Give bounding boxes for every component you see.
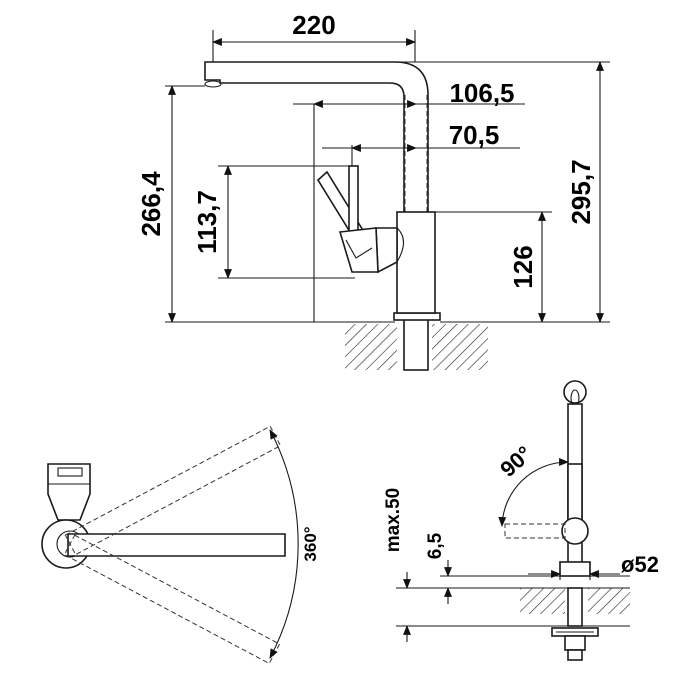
dimension-295-7: 295,7 [396,61,610,323]
dimension-diameter-52: ø52 [528,552,659,580]
countertop-hatch [345,324,488,370]
front-counter-right [588,588,630,614]
dim-106-5-label: 106,5 [449,78,514,108]
front-lever-rotated [504,523,566,539]
front-counter-left [520,588,565,614]
dimension-266-4: 266,4 [136,85,395,323]
front-spout-tip [563,380,587,404]
dim-126-label: 126 [508,245,538,288]
dimension-113-7: 113,7 [192,165,355,279]
hole-diameter-label: ø52 [621,552,659,577]
faucet-spout [204,61,429,313]
max-thickness-label: max.50 [383,488,404,552]
side-view: 220 106,5 70,5 266,4 113,7 [136,10,610,371]
lever-housing [375,227,398,274]
base-ring [393,312,441,321]
swivel-angle-label: 360° [301,526,320,561]
lever-angle-label: 90° [495,441,536,482]
front-view: 90° max.50 6,5 ø52 [383,380,659,661]
top-view: 360° [41,425,320,665]
lever-angle-arc [498,458,569,527]
mounting-shank [403,317,429,371]
lever-handle [316,165,379,273]
front-lever-hub [561,517,589,545]
dimension-126: 126 [435,211,552,323]
top-spout [67,533,286,557]
dimension-max-50: max.50 [383,488,445,642]
dimension-106-5: 106,5 [293,78,525,322]
front-base [559,561,591,577]
top-lever [47,463,91,521]
dim-70-5-label: 70,5 [449,120,500,150]
dimension-70-5: 70,5 [322,120,520,166]
min-thickness-label: 6,5 [425,532,446,559]
dim-220-label: 220 [292,10,335,40]
faucet-body [396,211,436,314]
dimension-220: 220 [212,10,416,62]
dim-113-7-label: 113,7 [192,190,222,254]
dim-266-4-label: 266,4 [136,171,166,237]
front-lever-up [567,463,583,521]
swivel-arc [269,429,299,659]
dim-295-7-label: 295,7 [566,159,596,224]
dimension-6-5: 6,5 [425,532,560,604]
front-mount-fitting [551,627,599,661]
